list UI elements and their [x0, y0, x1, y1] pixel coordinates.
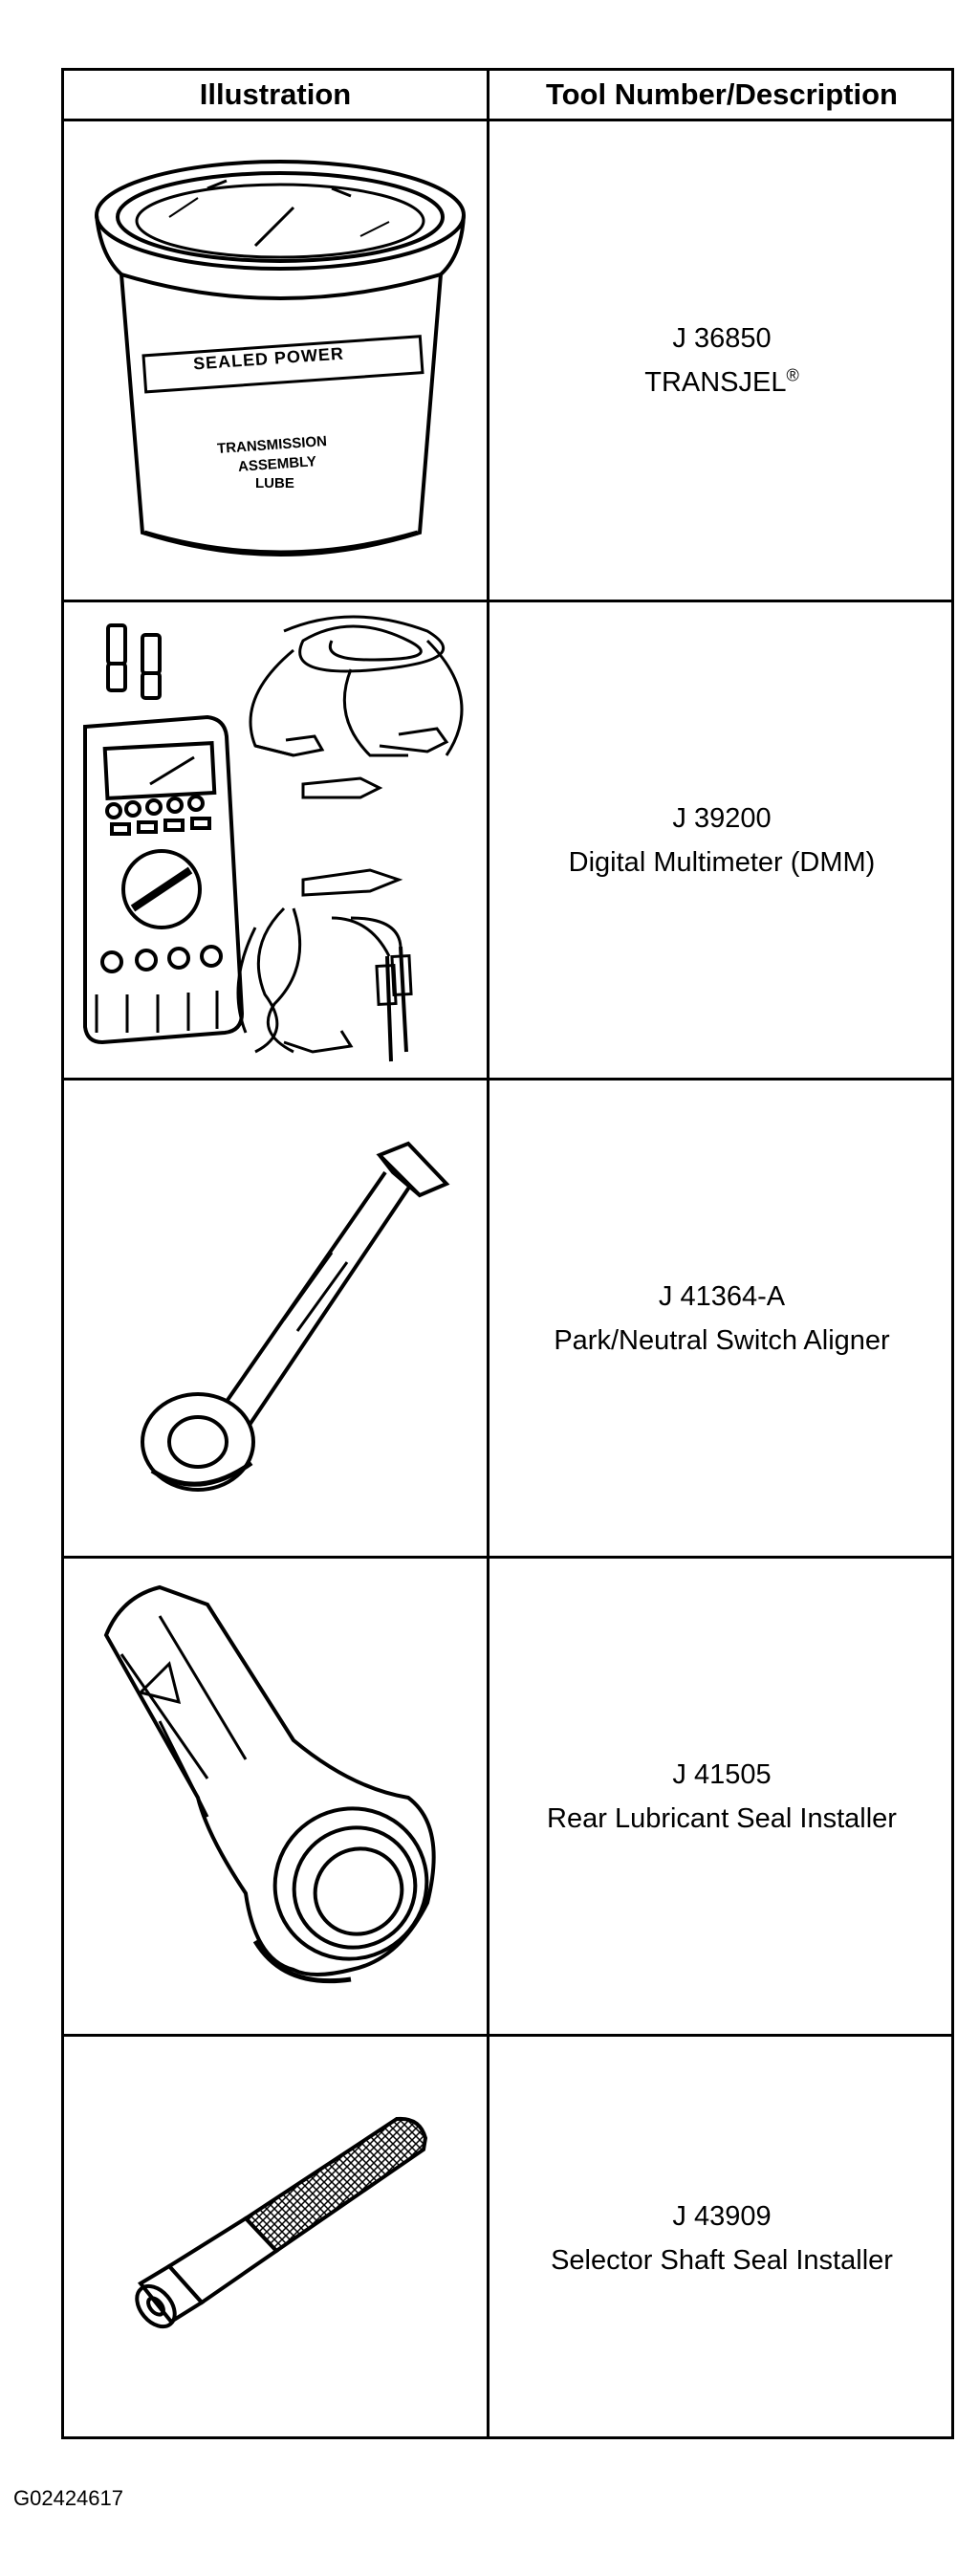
tool-description-cell: J 41364-A Park/Neutral Switch Aligner	[490, 1081, 954, 1556]
tool-description: Selector Shaft Seal Installer	[551, 2244, 893, 2276]
row-divider	[64, 600, 951, 602]
multimeter-kit-icon	[64, 602, 487, 1078]
tool-description: Digital Multimeter (DMM)	[568, 846, 876, 878]
tool-description: TRANSJEL	[644, 367, 787, 398]
tool-number: J 39200	[672, 802, 772, 834]
row-divider	[64, 1556, 951, 1559]
shaft-seal-installer-icon	[64, 2037, 487, 2439]
table-row: J 41364-A Park/Neutral Switch Aligner	[64, 1081, 951, 1556]
tool-description-cell: J 41505 Rear Lubricant Seal Installer	[490, 1559, 954, 2034]
header-illustration: Illustration	[199, 77, 352, 111]
tub-label-line-4: LUBE	[255, 475, 294, 491]
tool-number: J 41364-A	[658, 1280, 786, 1312]
table-row: J 43909 Selector Shaft Seal Installer	[64, 2037, 951, 2439]
table-row: J 41505 Rear Lubricant Seal Installer	[64, 1559, 951, 2034]
tool-number: J 36850	[672, 323, 772, 354]
table-row: SEALED POWER TRANSMISSION ASSEMBLY LUBE …	[64, 121, 951, 600]
header-divider	[64, 119, 951, 121]
registered-mark: ®	[786, 365, 799, 385]
tool-description-line: TRANSJEL®	[644, 360, 799, 404]
tool-description: Park/Neutral Switch Aligner	[554, 1324, 890, 1356]
transjel-tub-icon: SEALED POWER TRANSMISSION ASSEMBLY LUBE	[64, 121, 487, 600]
tool-number: J 43909	[672, 2200, 772, 2232]
tool-description-cell: J 43909 Selector Shaft Seal Installer	[490, 2037, 954, 2439]
switch-aligner-icon	[64, 1081, 487, 1556]
figure-code: G02424617	[13, 2486, 123, 2510]
row-divider	[64, 1078, 951, 1081]
header-tool-description: Tool Number/Description	[545, 77, 898, 111]
tool-description-cell: J 36850 TRANSJEL®	[490, 121, 954, 600]
tool-description: Rear Lubricant Seal Installer	[547, 1802, 897, 1834]
column-divider	[487, 71, 490, 2436]
tool-number: J 41505	[672, 1758, 772, 1790]
seal-installer-icon	[64, 1559, 487, 2034]
tool-description-cell: J 39200 Digital Multimeter (DMM)	[490, 602, 954, 1078]
row-divider	[64, 2034, 951, 2037]
special-tools-table: Illustration Tool Number/Description SEA…	[61, 68, 954, 2439]
table-row: J 39200 Digital Multimeter (DMM)	[64, 602, 951, 1078]
